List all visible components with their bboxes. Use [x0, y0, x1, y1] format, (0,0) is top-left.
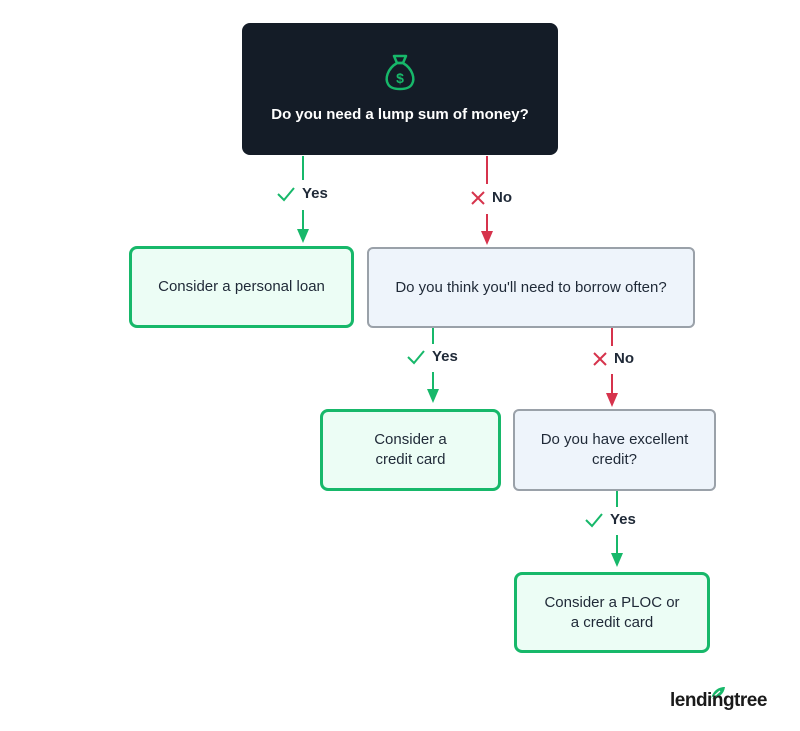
no-label-1: No [470, 189, 512, 206]
borrow-often-question-box: Do you think you'll need to borrow often… [367, 247, 695, 328]
excellent-credit-question-box: Do you have excellent credit? [513, 409, 716, 491]
lendingtree-logo: lendingtree [670, 690, 767, 711]
yes-label-3: Yes [584, 511, 636, 528]
start-question-text: Do you need a lump sum of money? [271, 106, 529, 123]
check-icon [407, 349, 425, 364]
personal-loan-box: Consider a personal loan [129, 246, 354, 328]
money-bag-icon: $ [385, 54, 415, 91]
check-icon [585, 512, 603, 527]
svg-text:$: $ [396, 70, 404, 86]
x-icon [593, 351, 607, 366]
yes-label-1: Yes [276, 185, 328, 202]
credit-card-box: Consider a credit card [320, 409, 501, 491]
no-label-2: No [592, 350, 634, 367]
x-icon [471, 190, 485, 205]
start-question-box: $ Do you need a lump sum of money? [242, 23, 558, 155]
yes-label-2: Yes [406, 348, 458, 365]
ploc-box: Consider a PLOC or a credit card [514, 572, 710, 653]
leaf-icon [710, 687, 725, 700]
check-icon [277, 186, 295, 201]
